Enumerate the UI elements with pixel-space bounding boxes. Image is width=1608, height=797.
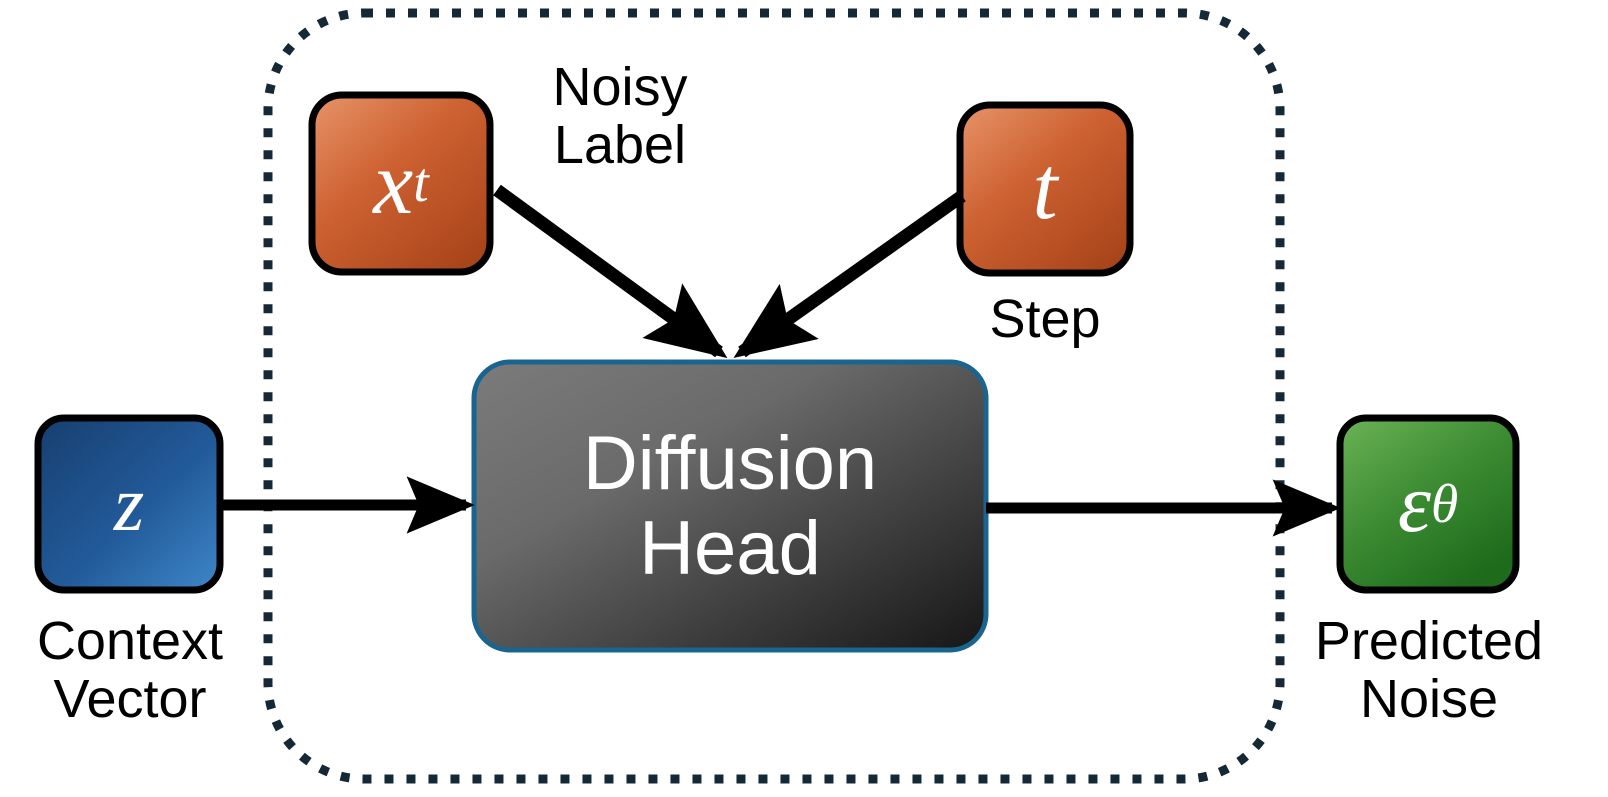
- diffusion-head-line-1: Diffusion: [582, 420, 878, 506]
- diffusion-module-boundary: [263, 8, 1285, 784]
- context-vector-caption: Context Vector: [36, 611, 224, 730]
- edge-step-to-head: [733, 190, 966, 359]
- edge-noisylabel-to-head: [493, 184, 728, 359]
- diffusion-head-text: Diffusion Head: [474, 362, 986, 650]
- step-caption: Step: [989, 289, 1101, 349]
- predicted-noise-caption: Predicted Noise: [1314, 611, 1544, 730]
- node-predicted-noise[interactable]: [1336, 414, 1520, 594]
- noisy-label-caption: Noisy Label: [552, 57, 688, 176]
- node-noisy-label[interactable]: [308, 91, 494, 276]
- diffusion-head-line-2: Head: [639, 506, 821, 591]
- node-step[interactable]: [956, 101, 1134, 277]
- node-context-vector[interactable]: [34, 414, 224, 594]
